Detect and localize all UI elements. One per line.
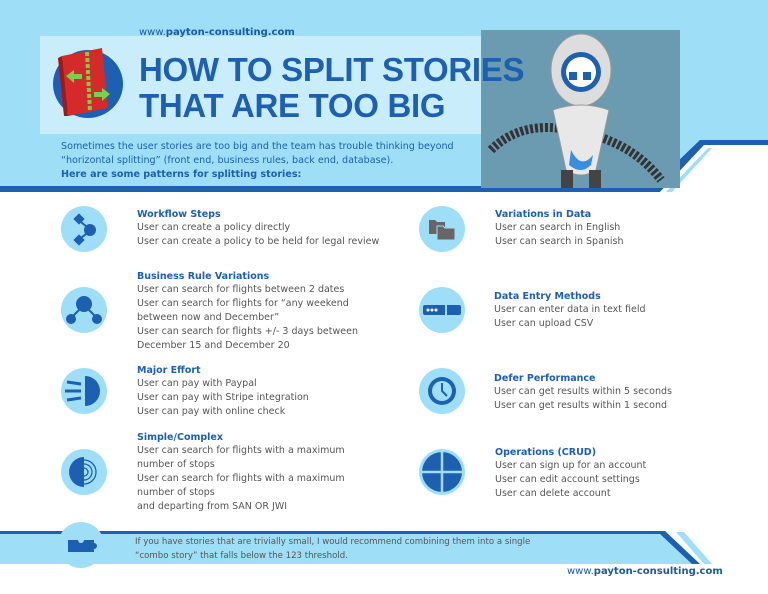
intro-text: Sometimes the user stories are too big a… <box>61 141 454 180</box>
header-url[interactable]: www.payton-consulting.com <box>139 27 295 38</box>
pattern-operations-crud: Operations (CRUD)User can sign up for an… <box>495 447 647 499</box>
workflow-icon <box>61 206 107 252</box>
robot-illustration <box>481 30 680 188</box>
arrows-into-shape-icon <box>61 368 107 414</box>
book-split-icon <box>53 48 123 118</box>
footer-url[interactable]: www.payton-consulting.com <box>567 566 723 577</box>
footer-band <box>0 531 712 564</box>
branch-icon <box>61 287 107 333</box>
quartered-circle-icon <box>419 449 465 495</box>
clock-icon <box>419 368 465 414</box>
password-field-icon <box>419 287 465 333</box>
folders-icon <box>419 206 465 252</box>
footer-note: If you have stories that are trivially s… <box>135 537 531 561</box>
half-circle-maze-icon <box>61 449 107 495</box>
puzzle-icon <box>58 522 104 568</box>
